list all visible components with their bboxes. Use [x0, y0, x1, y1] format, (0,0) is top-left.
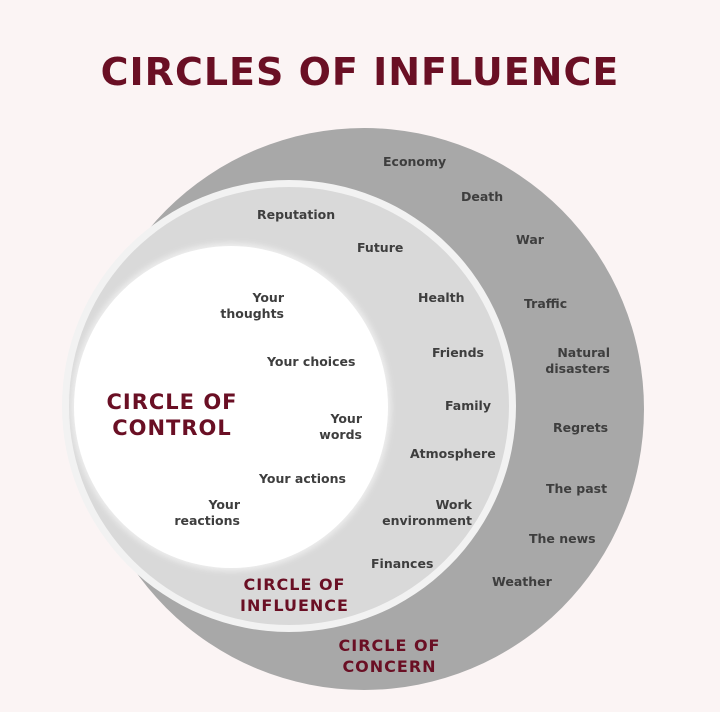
concern-item-death: Death: [461, 189, 504, 204]
concern-item-natural-disasters-line2: disasters: [545, 361, 610, 376]
control-item-your-reactions-line2: reactions: [174, 513, 240, 528]
page-title: CIRCLES OF INFLUENCE: [100, 50, 620, 94]
circle-of-influence-heading-line1: CIRCLE OF: [243, 575, 346, 594]
influence-item-work-environment: Work environment: [372, 497, 472, 529]
control-item-your-actions: Your actions: [259, 471, 346, 486]
circle-of-control-heading-line2: CONTROL: [112, 416, 232, 440]
circle-of-influence-heading-line2: INFLUENCE: [240, 596, 349, 615]
influence-item-friends: Friends: [432, 345, 484, 360]
influence-item-work-environment-line1: Work: [435, 497, 472, 512]
control-item-your-words: Your words: [300, 411, 362, 443]
control-item-your-thoughts-line2: thoughts: [220, 306, 284, 321]
control-item-your-words-line2: words: [319, 427, 362, 442]
control-item-your-thoughts: Your thoughts: [200, 290, 284, 322]
concern-item-the-news: The news: [529, 531, 596, 546]
concern-item-the-past: The past: [546, 481, 608, 496]
concern-item-natural-disasters: Natural disasters: [540, 345, 610, 377]
influence-item-finances: Finances: [371, 556, 434, 571]
control-item-your-reactions: Your reactions: [160, 497, 240, 529]
control-item-your-choices: Your choices: [267, 354, 356, 369]
circle-of-control: [74, 246, 388, 568]
control-item-your-thoughts-line1: Your: [252, 290, 284, 305]
concern-item-traffic: Traffic: [524, 296, 568, 311]
circle-of-influence-heading: CIRCLE OF INFLUENCE: [222, 574, 367, 616]
influence-item-future: Future: [357, 240, 404, 255]
circle-of-concern-heading-line2: CONCERN: [342, 657, 437, 676]
control-item-your-reactions-line1: Your: [208, 497, 240, 512]
influence-item-work-environment-line2: environment: [382, 513, 472, 528]
concern-item-economy: Economy: [383, 154, 447, 169]
influence-item-family: Family: [445, 398, 491, 413]
concern-item-weather: Weather: [492, 574, 552, 589]
influence-item-atmosphere: Atmosphere: [410, 446, 496, 461]
control-item-your-words-line1: Your: [330, 411, 362, 426]
influence-item-health: Health: [418, 290, 465, 305]
influence-item-reputation: Reputation: [257, 207, 336, 222]
circle-of-concern-heading: CIRCLE OF CONCERN: [322, 635, 457, 677]
circle-of-control-heading: CIRCLE OF CONTROL: [92, 389, 252, 441]
circle-of-control-heading-line1: CIRCLE OF: [106, 390, 238, 414]
concern-item-regrets: Regrets: [553, 420, 609, 435]
concern-item-war: War: [516, 232, 544, 247]
concern-item-natural-disasters-line1: Natural: [557, 345, 610, 360]
circle-of-concern-heading-line1: CIRCLE OF: [338, 636, 441, 655]
